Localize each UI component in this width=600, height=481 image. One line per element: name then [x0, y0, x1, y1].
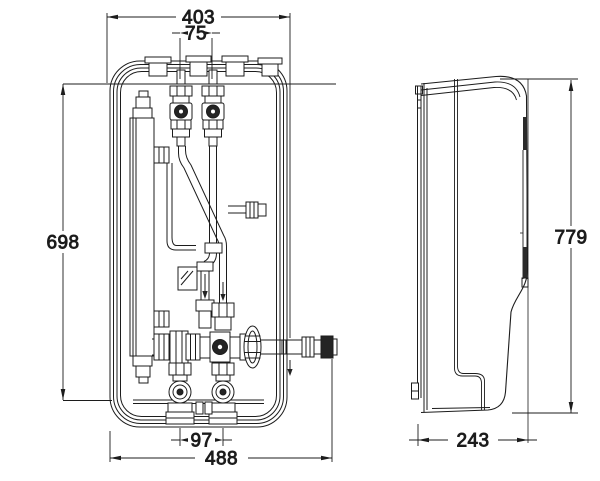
dimension-front-connection-height: 698 — [46, 84, 80, 400]
dim-label-bottom-valve-spacing: 97 — [191, 431, 213, 452]
inlet-valve-right — [201, 69, 225, 147]
dimension-front-overall-width-top: 403 — [106, 7, 290, 83]
dimension-front-inlet-spacing: 75 — [172, 23, 220, 79]
dim-label-inlet-spacing: 75 — [185, 24, 207, 45]
pipework — [178, 146, 267, 303]
dimension-front-bottom-valve-spacing: 97 — [171, 428, 232, 452]
flow-meter — [177, 261, 235, 331]
case-bottom-glands — [195, 401, 213, 415]
side-view — [411, 75, 529, 443]
dimensions: 403 75 698 97 488 — [46, 7, 588, 470]
back-plate — [411, 85, 423, 400]
body-profile — [420, 75, 529, 414]
service-valve-right — [208, 362, 238, 425]
datum-reference-lines — [63, 13, 336, 401]
front-edge-seam — [520, 117, 529, 288]
service-valve-left — [165, 362, 195, 425]
dim-label-depth: 243 — [457, 431, 490, 452]
dimension-front-overall-width-bottom: 488 — [109, 359, 333, 470]
heat-exchanger — [129, 90, 170, 384]
front-view — [63, 13, 338, 428]
dim-label-overall-height: 779 — [555, 228, 588, 249]
dim-label-overall-width-top: 403 — [182, 8, 215, 29]
dimension-side-overall-height: 779 — [500, 78, 588, 414]
dim-label-connection-height: 698 — [47, 233, 80, 254]
dimension-side-depth: 243 — [409, 424, 537, 452]
mounting-tabs — [144, 55, 283, 77]
mixing-valve-assembly — [185, 325, 338, 376]
dim-label-overall-width-bottom: 488 — [205, 449, 238, 470]
loop-pipe — [166, 163, 196, 251]
left-pipe-run — [152, 330, 189, 364]
cover-seam — [454, 79, 485, 410]
inlet-valve-left — [169, 69, 193, 147]
